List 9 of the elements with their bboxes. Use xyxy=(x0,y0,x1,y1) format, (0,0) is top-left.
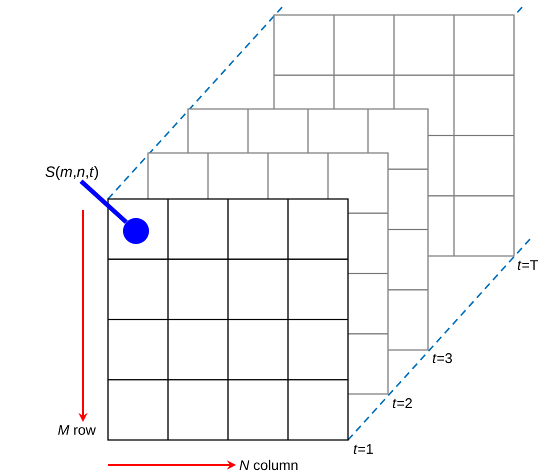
axis-label: M row xyxy=(58,425,96,435)
layer-label: t=2 xyxy=(392,398,412,408)
axis-label: N column xyxy=(240,460,298,470)
layer-label: t=T xyxy=(518,260,538,270)
point-dot xyxy=(123,218,149,244)
layer-label: t=1 xyxy=(354,444,373,454)
leader-line xyxy=(80,180,128,224)
point-label: S(m,n,t) xyxy=(46,166,98,180)
layer-label: t=3 xyxy=(432,353,452,364)
